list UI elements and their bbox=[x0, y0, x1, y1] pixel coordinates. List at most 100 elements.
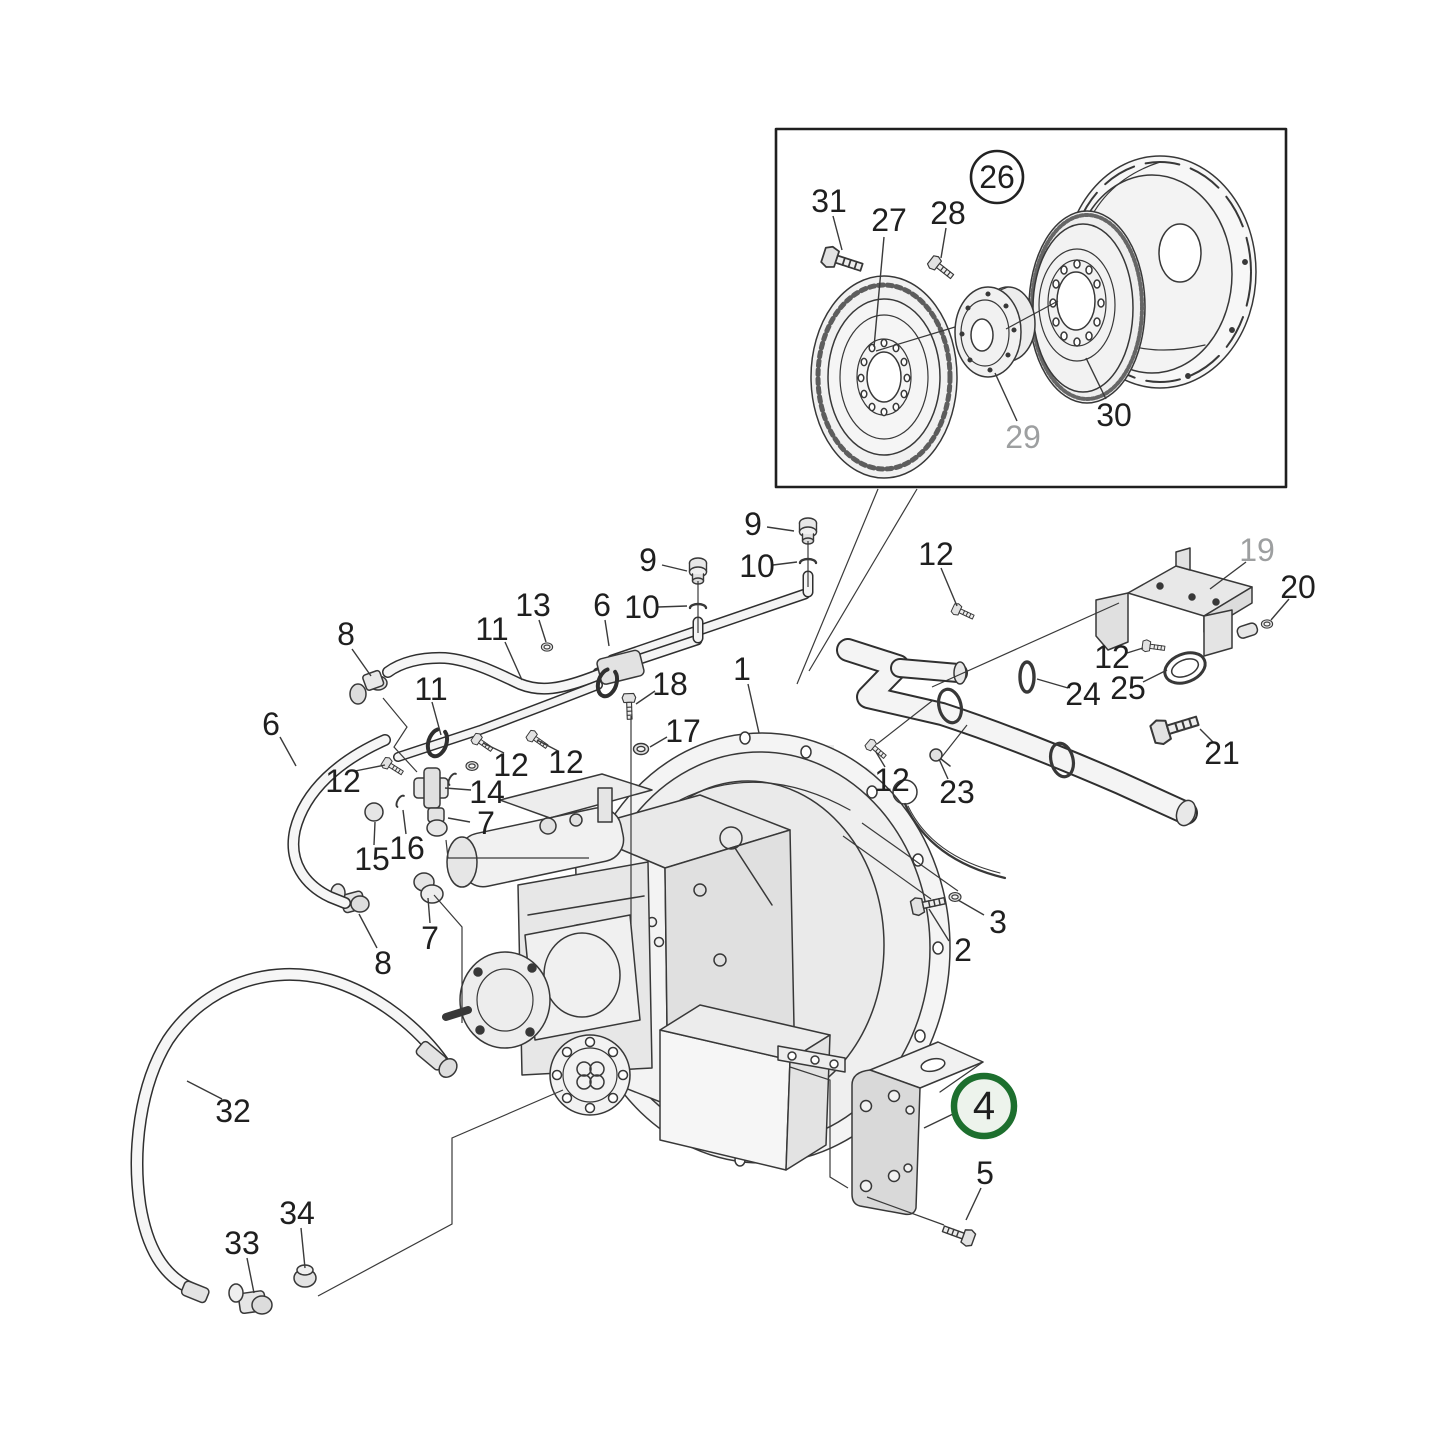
ring-16b bbox=[393, 793, 405, 808]
leader-line bbox=[772, 561, 798, 566]
inset-pointer-lines bbox=[796, 488, 918, 685]
leader-line bbox=[1270, 598, 1290, 621]
callout-label-12: 12 bbox=[918, 536, 954, 572]
leader-line bbox=[876, 700, 933, 745]
nut-20 bbox=[1260, 619, 1274, 629]
callout-label-21: 21 bbox=[1204, 735, 1240, 771]
callout-label-14: 14 bbox=[469, 774, 505, 810]
bolt-12e bbox=[949, 601, 977, 624]
leader-line bbox=[538, 619, 547, 643]
leader-line bbox=[766, 526, 795, 532]
leader-line bbox=[923, 1113, 954, 1129]
pto-pump bbox=[442, 914, 641, 1049]
leader-line bbox=[931, 602, 1120, 688]
flywheel-drawing bbox=[810, 275, 958, 479]
callout-label-15: 15 bbox=[354, 841, 390, 877]
callout-label-4: 4 bbox=[973, 1084, 995, 1128]
leader-line bbox=[402, 809, 407, 835]
leader-line bbox=[351, 648, 372, 677]
callout-label-12: 12 bbox=[548, 744, 584, 780]
callout-label-11: 11 bbox=[414, 671, 447, 707]
callout-label-1: 1 bbox=[733, 651, 751, 687]
ring-16a bbox=[445, 771, 457, 786]
bolt-12f bbox=[1141, 638, 1166, 655]
leader-line bbox=[635, 690, 656, 705]
leader-line bbox=[1126, 647, 1144, 654]
bolt-12g bbox=[863, 737, 890, 762]
cross-fitting-group bbox=[330, 760, 479, 914]
elbow-33 bbox=[228, 1283, 273, 1315]
mounting-bracket-drawing bbox=[851, 1041, 984, 1249]
leader-line bbox=[957, 899, 985, 916]
callout-label-10: 10 bbox=[624, 589, 660, 625]
leader-line bbox=[1142, 669, 1168, 683]
callout-label-23: 23 bbox=[939, 774, 975, 810]
leader-line bbox=[657, 605, 688, 608]
callout-label-31: 31 bbox=[811, 183, 847, 219]
leader-line bbox=[994, 372, 1018, 422]
plug-17 bbox=[632, 742, 650, 756]
callout-label-12: 12 bbox=[874, 762, 910, 798]
callout-label-12: 12 bbox=[493, 747, 529, 783]
leader-line bbox=[928, 908, 950, 942]
callout-label-26: 26 bbox=[979, 159, 1015, 195]
screw-23 bbox=[929, 748, 943, 762]
callout-label-5: 5 bbox=[976, 1155, 994, 1191]
pipe-bracket-drawing bbox=[1095, 547, 1253, 657]
callout-label-8: 8 bbox=[337, 616, 355, 652]
callout-label-34: 34 bbox=[279, 1195, 315, 1231]
leader-line bbox=[373, 821, 376, 846]
callout-label-18: 18 bbox=[652, 666, 688, 702]
pin-20 bbox=[1236, 622, 1259, 639]
fitting-9a bbox=[798, 517, 818, 545]
bolt-18 bbox=[621, 692, 638, 721]
leader-line bbox=[1199, 728, 1214, 743]
leader-line bbox=[604, 619, 610, 647]
callout-label-24: 24 bbox=[1065, 676, 1101, 712]
callout-label-29: 29 bbox=[1005, 419, 1041, 455]
transmission-drawing bbox=[442, 692, 1007, 1171]
bolt-21 bbox=[1148, 707, 1202, 748]
leader-line bbox=[382, 697, 418, 773]
leader-line bbox=[1005, 300, 1059, 330]
callout-label-7: 7 bbox=[421, 920, 439, 956]
callout-label-13: 13 bbox=[515, 587, 551, 623]
leader-line bbox=[279, 736, 297, 767]
callout-label-30: 30 bbox=[1096, 397, 1132, 433]
callout-label-17: 17 bbox=[665, 713, 701, 749]
leader-line bbox=[861, 822, 959, 892]
highlight-circle-part-4 bbox=[950, 1072, 1018, 1140]
leader-line bbox=[1036, 678, 1069, 689]
callout-label-16: 16 bbox=[389, 830, 425, 866]
callout-label-6: 6 bbox=[262, 706, 280, 742]
callout-label-32: 32 bbox=[215, 1093, 251, 1129]
callout-label-27: 27 bbox=[871, 202, 907, 238]
callout-leader-lines bbox=[186, 215, 1290, 1294]
clamp-25 bbox=[1163, 651, 1207, 685]
callout-label-9: 9 bbox=[639, 542, 657, 578]
leader-line bbox=[536, 739, 559, 752]
elbow-8a bbox=[349, 669, 388, 705]
leader-line bbox=[1085, 357, 1107, 400]
output-flange bbox=[549, 1034, 631, 1116]
callout-label-2: 2 bbox=[954, 932, 972, 968]
leader-line bbox=[866, 1196, 945, 1226]
pump-cylinder bbox=[446, 773, 653, 888]
leader-line bbox=[873, 236, 885, 348]
leader-line bbox=[482, 742, 505, 754]
callout-label-9: 9 bbox=[744, 506, 762, 542]
leader-line bbox=[940, 567, 958, 607]
leader-line bbox=[875, 326, 956, 352]
leader-line bbox=[1209, 561, 1247, 590]
fitting-7a bbox=[426, 819, 448, 837]
leader-line bbox=[300, 1227, 306, 1269]
suction-pipe-drawing bbox=[836, 547, 1274, 827]
assembly-lines bbox=[317, 300, 1120, 1297]
leader-line bbox=[661, 564, 688, 572]
leader-line bbox=[747, 683, 760, 734]
leader-line bbox=[796, 488, 879, 685]
leader-line bbox=[358, 913, 378, 949]
leader-line bbox=[431, 701, 442, 736]
